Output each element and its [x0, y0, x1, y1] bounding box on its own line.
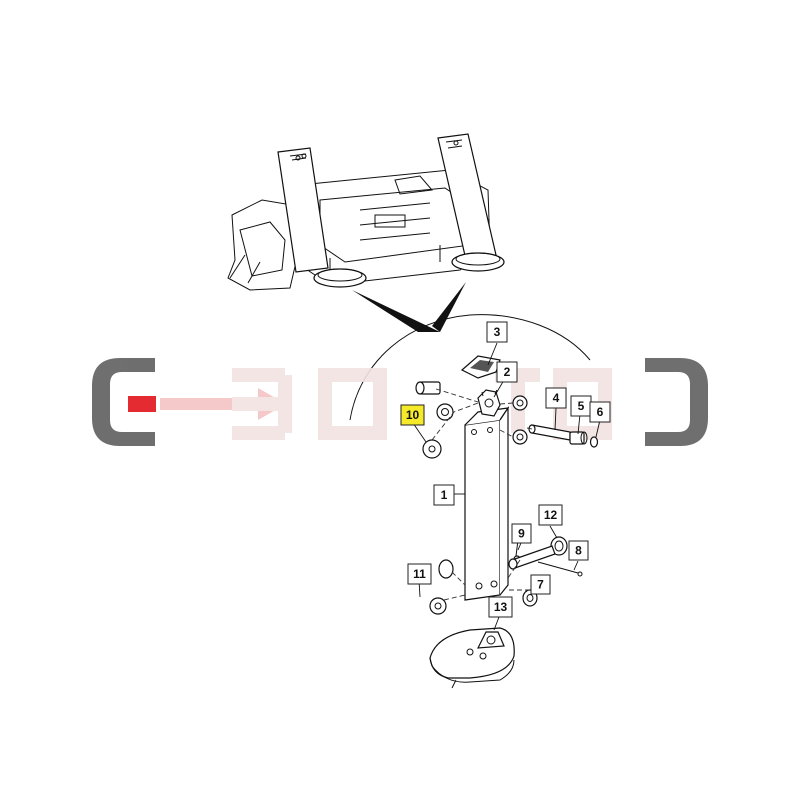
callout-label: 1: [441, 488, 448, 502]
callout-label: 9: [518, 527, 525, 541]
callout-1[interactable]: 1: [433, 484, 455, 506]
callout-label: 7: [537, 578, 544, 592]
watermark: [92, 358, 708, 446]
callout-3[interactable]: 3: [486, 321, 508, 343]
watermark-arrow-icon: [160, 388, 286, 420]
callout-label: 3: [494, 325, 501, 339]
callout-label: 2: [504, 365, 511, 379]
callout-label: 10: [406, 408, 420, 422]
callout-9[interactable]: 9: [511, 523, 532, 544]
callout-4[interactable]: 4: [545, 387, 567, 409]
washer-set-right: [499, 395, 528, 445]
machine-overview: [227, 133, 505, 332]
callout-8[interactable]: 8: [568, 540, 589, 561]
leg-tube-part-1: [464, 406, 510, 601]
callout-7[interactable]: 7: [530, 574, 551, 595]
bushing-set-left: [415, 381, 479, 459]
callout-6[interactable]: 6: [589, 401, 611, 423]
sleeve-part-5: [569, 431, 588, 445]
callout-label: 11: [413, 567, 426, 581]
callout-label: 8: [575, 544, 582, 558]
cap-part-3: [460, 355, 501, 379]
callout-11[interactable]: 11: [407, 563, 432, 585]
watermark-faded-letters: [232, 368, 612, 440]
exploded-parts: [415, 355, 599, 689]
callout-label: 12: [544, 508, 558, 522]
callout-10[interactable]: 10: [400, 404, 425, 426]
snap-ring-part-6: [589, 436, 599, 448]
watermark-left-bracket: [92, 358, 155, 446]
pin-part-4: [526, 424, 571, 441]
callout-label: 4: [553, 391, 560, 405]
bolt-part-8: [537, 561, 583, 577]
foot-pad-part-13: [429, 627, 515, 689]
callout-5[interactable]: 5: [570, 395, 592, 417]
callout-2[interactable]: 2: [496, 361, 518, 383]
callout-label: 13: [494, 600, 508, 614]
watermark-right-bracket: [645, 358, 708, 446]
watermark-red-bar: [128, 396, 156, 412]
callout-12[interactable]: 12: [538, 504, 563, 526]
leader-lines: [412, 342, 601, 631]
callout-label: 5: [578, 399, 585, 413]
washer-part-10: [422, 439, 442, 459]
pivot-bracket-part-2: [477, 389, 501, 417]
callout-label: 6: [597, 405, 604, 419]
callout-13[interactable]: 13: [488, 596, 513, 618]
washer-part-11: [429, 559, 466, 615]
